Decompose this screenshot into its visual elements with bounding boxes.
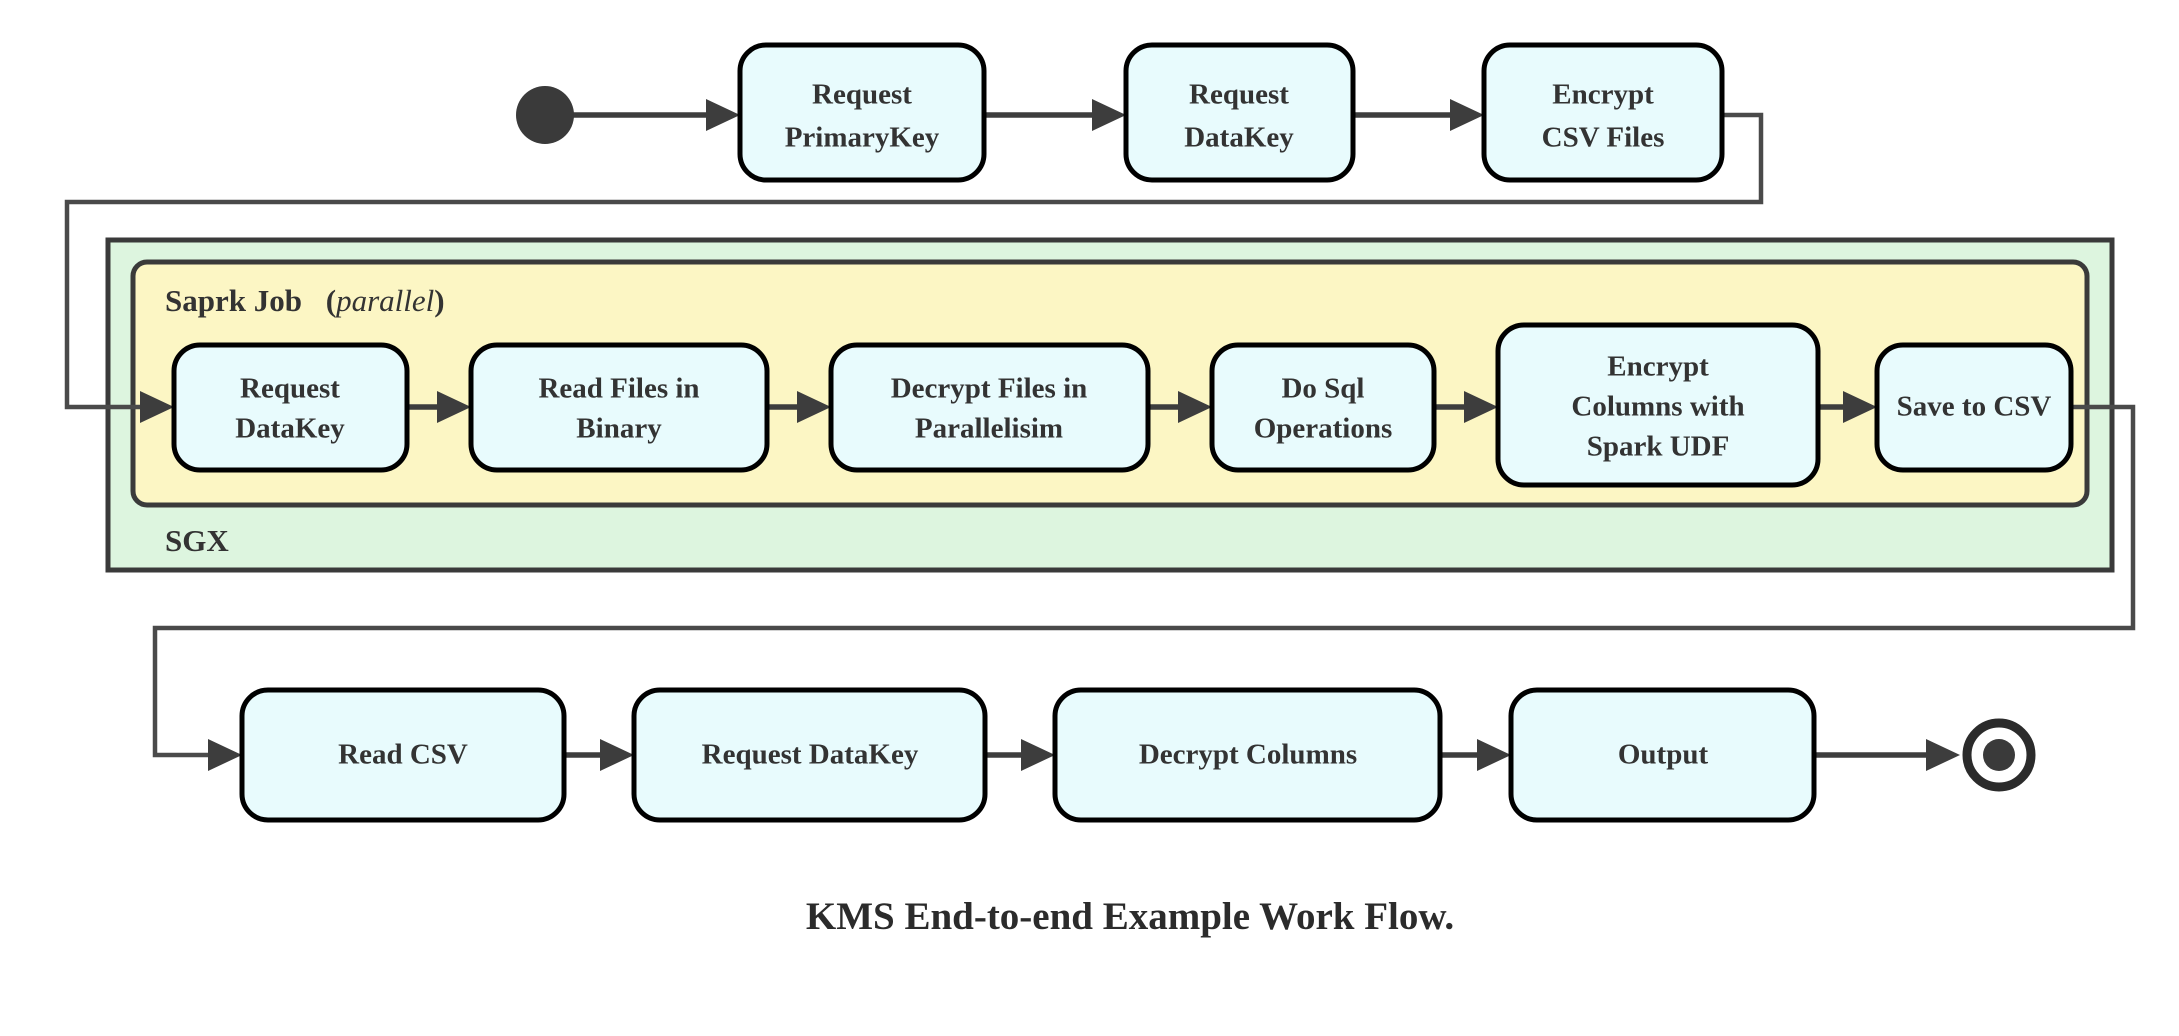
node-request-datakey-spark[interactable]: Request DataKey xyxy=(171,342,410,473)
node-label-line: Request xyxy=(812,79,912,111)
edge-primarykey-to-datakey xyxy=(984,99,1126,131)
spark-job-paren-open: ( xyxy=(326,283,336,318)
diagram-caption: KMS End-to-end Example Work Flow. xyxy=(806,895,1454,938)
node-label-line: Read CSV xyxy=(338,739,468,771)
node-label-line: PrimaryKey xyxy=(785,122,940,154)
node-label-line: Read Files in xyxy=(538,373,699,405)
start-node xyxy=(516,86,574,144)
node-label-line: DataKey xyxy=(235,413,345,445)
edge-do-sql-to-encrypt-columns xyxy=(1434,391,1498,423)
node-label-line: Encrypt xyxy=(1607,351,1709,383)
node-label-line: Decrypt Columns xyxy=(1139,739,1357,771)
edge-datakey-to-encrypt-csv xyxy=(1353,99,1484,131)
node-label-line: Request xyxy=(240,373,340,405)
node-decrypt-files-in-parallelisim[interactable]: Decrypt Files in Parallelisim xyxy=(828,342,1151,473)
node-label-line: Encrypt xyxy=(1552,79,1654,111)
edge-output-to-end xyxy=(1814,739,1960,771)
spark-job-parallel-text: parallel xyxy=(334,283,434,318)
node-label-line: DataKey xyxy=(1184,122,1294,154)
node-label-line: Parallelisim xyxy=(915,413,1063,445)
spark-job-paren-close: ) xyxy=(434,283,444,318)
node-label-line: Save to CSV xyxy=(1897,391,2052,423)
sgx-group-label: SGX xyxy=(165,523,229,558)
edge-start-to-request-primarykey xyxy=(573,99,740,131)
spark-job-label-text: Saprk Job xyxy=(165,283,302,318)
node-label-line: Output xyxy=(1618,739,1709,771)
edge-decrypt-columns-to-output xyxy=(1440,739,1511,771)
node-label-line: Spark UDF xyxy=(1587,431,1730,463)
spark-job-group-label: Saprk Job (parallel) xyxy=(165,283,445,318)
svg-text:Saprk Job (parallel): Saprk Job (parallel) xyxy=(165,283,445,318)
node-label-line: Operations xyxy=(1254,413,1393,445)
node-label-line: Decrypt Files in xyxy=(891,373,1088,405)
node-encrypt-csv-files[interactable]: Encrypt CSV Files xyxy=(1481,42,1725,183)
edge-request-datakey-to-decrypt-columns xyxy=(985,739,1055,771)
node-request-datakey-bottom[interactable]: Request DataKey xyxy=(631,687,988,823)
node-read-csv[interactable]: Read CSV xyxy=(239,687,567,823)
node-read-files-in-binary[interactable]: Read Files in Binary xyxy=(468,342,770,473)
node-label-line: Binary xyxy=(576,413,662,445)
node-label-line: CSV Files xyxy=(1542,122,1665,154)
node-label-line: Columns with xyxy=(1571,391,1744,423)
edge-save-csv-to-read-csv xyxy=(152,404,2136,771)
node-label-line: Request DataKey xyxy=(702,739,919,771)
node-output[interactable]: Output xyxy=(1508,687,1817,823)
edge-read-csv-to-request-datakey xyxy=(564,739,634,771)
node-request-datakey-top[interactable]: Request DataKey xyxy=(1123,42,1356,183)
edge-read-files-to-decrypt-files xyxy=(767,391,831,423)
edge-decrypt-files-to-do-sql xyxy=(1148,391,1212,423)
edge-encrypt-csv-to-spark-datakey xyxy=(64,112,1764,423)
node-request-primarykey[interactable]: Request PrimaryKey xyxy=(737,42,987,183)
node-label-line: Request xyxy=(1189,79,1289,111)
node-save-to-csv[interactable]: Save to CSV xyxy=(1874,342,2074,473)
node-do-sql-operations[interactable]: Do Sql Operations xyxy=(1209,342,1437,473)
end-node xyxy=(1962,718,2036,792)
node-label-line: Do Sql xyxy=(1281,373,1364,405)
node-decrypt-columns[interactable]: Decrypt Columns xyxy=(1052,687,1443,823)
sgx-label-text: SGX xyxy=(165,523,229,558)
node-encrypt-columns-with-spark-udf[interactable]: Encrypt Columns with Spark UDF xyxy=(1495,322,1821,488)
edge-spark-datakey-to-read-files xyxy=(407,391,471,423)
edge-encrypt-columns-to-save-csv xyxy=(1818,391,1877,423)
